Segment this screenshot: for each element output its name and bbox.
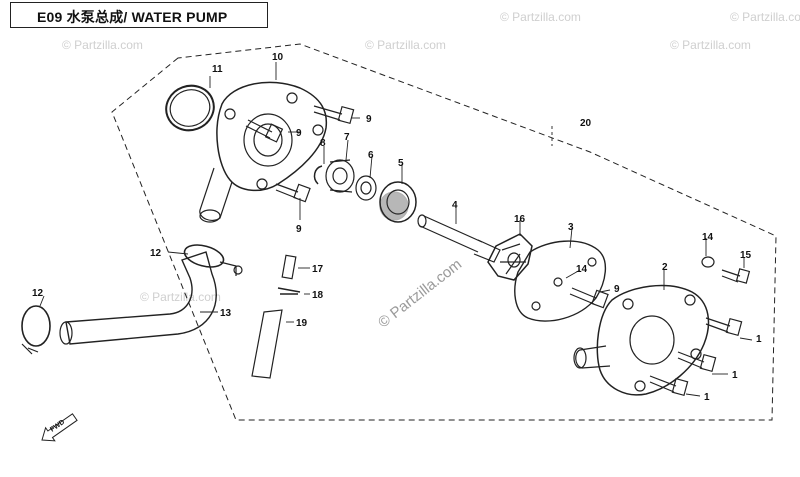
callout-9: 9 [614, 284, 620, 295]
callout-3: 3 [568, 222, 574, 233]
callout-12: 12 [32, 288, 44, 299]
bolt-part [313, 105, 355, 125]
callout-14: 14 [576, 264, 588, 275]
callout-9: 9 [366, 114, 372, 125]
pump-housing-part [573, 284, 710, 396]
washer-part [355, 175, 377, 201]
watermark: © Partzilla.com [500, 10, 581, 24]
callout-6: 6 [368, 150, 374, 161]
callout-1: 1 [704, 392, 710, 403]
callout-8: 8 [320, 138, 326, 149]
bolt-part [705, 317, 743, 337]
pump-body-cover-part [199, 81, 328, 223]
callout-4: 4 [452, 200, 458, 211]
clip-part [277, 287, 301, 295]
callout-1: 1 [756, 334, 762, 345]
bolt-part [245, 119, 284, 143]
callout-9: 9 [296, 128, 302, 139]
title-box: E09 水泵总成/ WATER PUMP [10, 2, 268, 28]
callout-16: 16 [514, 214, 526, 225]
fwd-label: FWD [49, 419, 66, 434]
callout-9: 9 [296, 224, 302, 235]
hose-clamp-part [183, 244, 243, 276]
mechanical-seal-part [379, 181, 417, 223]
assembly-boundary-outline [111, 43, 777, 421]
callout-2: 2 [662, 262, 668, 273]
o-ring-part [165, 84, 215, 132]
diagram-title: E09 水泵总成/ WATER PUMP [37, 9, 228, 25]
callout-20: 20 [580, 118, 592, 129]
watermark: © Partzilla.com [62, 38, 143, 52]
circlip-part [313, 165, 323, 185]
watermark: © Partzilla.com [365, 38, 446, 52]
bearing-part [325, 159, 355, 193]
watermark: © Partzilla.com [730, 10, 800, 24]
leader-lines [39, 62, 753, 397]
part-callouts: 11 10 9 9 8 7 6 5 4 16 3 14 9 2 14 15 1 … [32, 52, 762, 434]
callout-18: 18 [312, 290, 324, 301]
callout-5: 5 [398, 158, 404, 169]
bolt-part [677, 351, 717, 373]
callout-10: 10 [272, 52, 284, 63]
washer-part [701, 256, 715, 268]
bolt-part [649, 375, 689, 397]
callout-14: 14 [702, 232, 714, 243]
coolant-hose-part [65, 251, 217, 345]
callout-12: 12 [150, 248, 162, 259]
callout-17: 17 [312, 264, 324, 275]
pin-part [281, 254, 297, 280]
callout-15: 15 [740, 250, 752, 261]
pump-shaft-part [417, 214, 501, 263]
callout-11: 11 [212, 64, 223, 75]
gasket-part [514, 240, 606, 322]
bolt-part [721, 268, 751, 284]
bolt-part [569, 287, 609, 309]
forward-direction-arrow [41, 413, 78, 442]
small-hose-part [251, 309, 283, 379]
callout-7: 7 [344, 132, 350, 143]
watermark: © Partzilla.com [140, 290, 221, 304]
bolt-part [275, 183, 311, 203]
hose-clamp-part [21, 305, 51, 355]
impeller-part [487, 233, 533, 281]
watermark: © Partzilla.com [670, 38, 751, 52]
callout-19: 19 [296, 318, 308, 329]
callout-13: 13 [220, 308, 232, 319]
callout-1: 1 [732, 370, 738, 381]
